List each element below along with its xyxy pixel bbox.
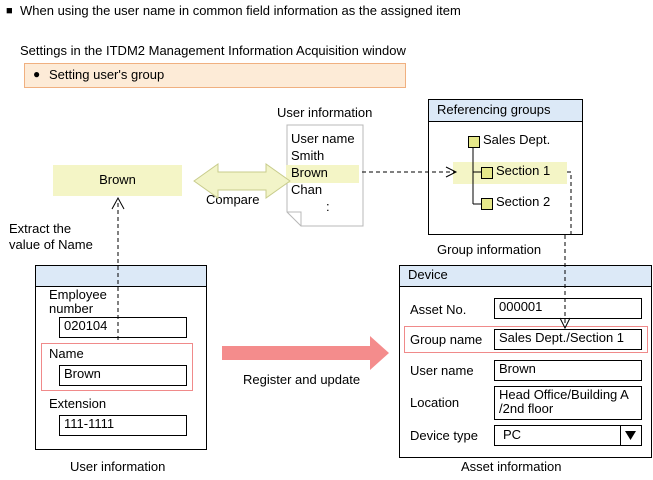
doc-ellipsis: :: [326, 199, 330, 214]
extension-field[interactable]: 111-1111: [59, 415, 187, 436]
employee-label: number: [49, 301, 94, 316]
type-value: PC: [503, 427, 522, 442]
name-label: Name: [49, 346, 84, 361]
user-info-form: Employee number 020104 Name Brown Extens…: [35, 265, 207, 450]
location-line: Head Office/Building A: [499, 387, 629, 402]
setting-bullet: ●: [33, 67, 41, 81]
user-field[interactable]: Brown: [494, 360, 642, 381]
page-title: When using the user name in common field…: [20, 3, 461, 18]
device-header-label: Device: [408, 267, 448, 282]
group-highlight: [404, 326, 648, 353]
user-form-caption: User information: [70, 459, 166, 474]
lookup-arrowhead: [445, 166, 458, 178]
user-info-document: User name Smith Brown Chan :: [286, 124, 364, 227]
groups-caption: Group information: [437, 242, 542, 257]
asset-field[interactable]: 000001: [494, 298, 642, 319]
register-arrow: [222, 336, 389, 370]
type-label: Device type: [410, 428, 478, 443]
tree-node-icon: [481, 198, 493, 210]
asset-label: Asset No.: [410, 302, 467, 317]
highlight-row: [286, 165, 359, 183]
groups-header: Referencing groups: [429, 100, 582, 122]
employee-field[interactable]: 020104: [59, 317, 187, 338]
device-form: Device Asset No. 000001 Group name Sales…: [399, 265, 652, 458]
compare-value-box: Brown: [53, 165, 182, 196]
dropdown-button[interactable]: [620, 426, 641, 445]
referencing-groups-panel: Referencing groups Sales Dept. Section 1…: [428, 99, 583, 235]
extract-arrowhead: [111, 196, 125, 210]
group-assign-arrow: [564, 171, 572, 326]
doc-line: User name: [291, 131, 355, 146]
tree-lines: [472, 147, 481, 205]
compare-value: Brown: [99, 172, 136, 187]
employee-label: Employee: [49, 287, 107, 302]
group-label: Group name: [410, 332, 483, 347]
doc-line: Smith: [291, 148, 325, 163]
chevron-down-icon: [625, 431, 636, 440]
group-assign-arrowhead: [559, 317, 571, 330]
setting-banner: ● Setting user's group: [24, 63, 406, 88]
device-form-caption: Asset information: [461, 459, 562, 474]
name-field[interactable]: Brown: [59, 365, 187, 386]
user-label: User name: [410, 363, 474, 378]
user-info-doc-title: User information: [277, 105, 373, 120]
tree-node-icon: [468, 136, 480, 148]
tree-child-label: Section 1: [496, 163, 551, 178]
compare-double-arrow: [193, 163, 291, 199]
doc-line: Chan: [291, 182, 323, 197]
group-field[interactable]: Sales Dept./Section 1: [494, 329, 642, 350]
tree-root-label: Sales Dept.: [483, 132, 551, 147]
settings-caption: Settings in the ITDM2 Management Informa…: [20, 43, 406, 58]
location-line: /2nd floor: [499, 400, 554, 416]
name-highlight: [41, 343, 193, 391]
doc-line: Brown: [291, 165, 328, 180]
header-bullet: ■: [6, 5, 13, 17]
extension-label: Extension: [49, 396, 107, 411]
groups-header-label: Referencing groups: [437, 102, 551, 117]
register-label: Register and update: [243, 372, 361, 387]
tree-child-label: Section 2: [496, 194, 551, 209]
form-header: [36, 266, 206, 287]
compare-label: Compare: [206, 192, 260, 207]
tree-node-icon: [481, 167, 493, 179]
setting-label: Setting user's group: [49, 67, 165, 82]
location-label: Location: [410, 395, 460, 410]
extract-label-2: value of Name: [9, 237, 93, 252]
type-select[interactable]: PC: [494, 425, 642, 446]
extract-label-1: Extract the: [9, 221, 72, 236]
location-field[interactable]: Head Office/Building A /2nd floor: [494, 386, 642, 420]
device-header: Device: [400, 266, 651, 287]
